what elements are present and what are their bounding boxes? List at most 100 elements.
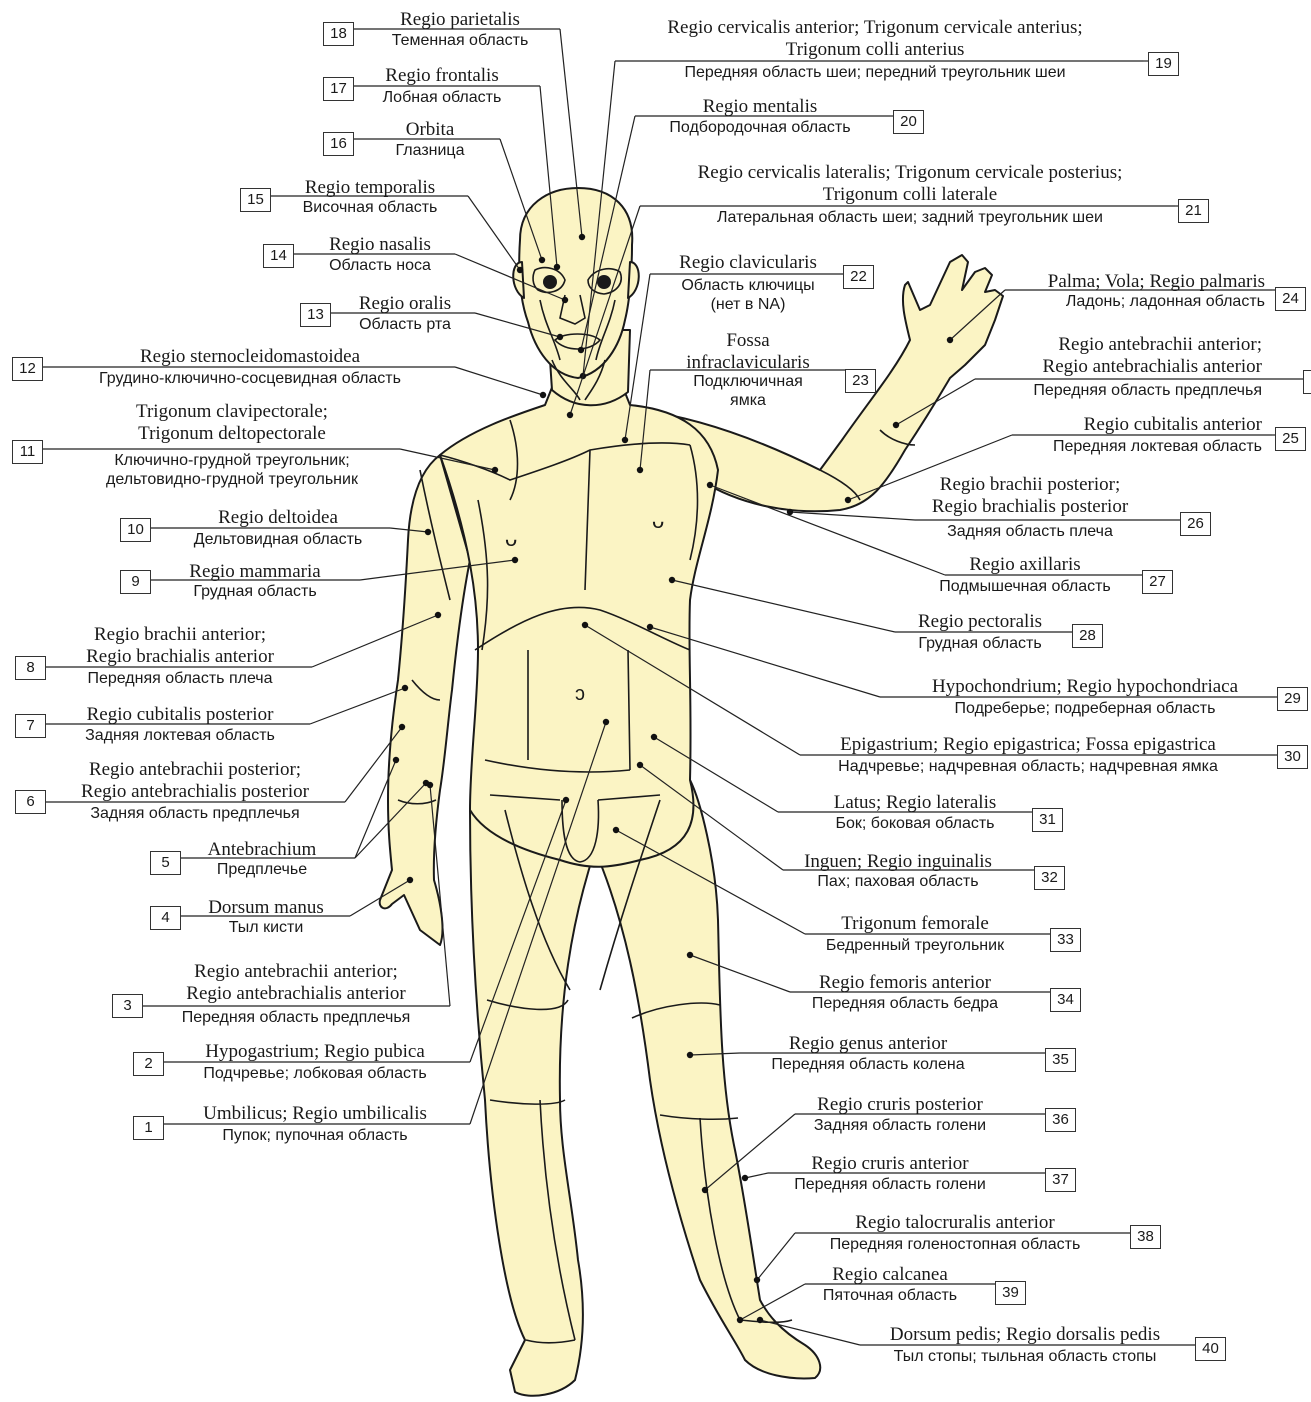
region-latin-name: Regio brachii posterior;: [940, 475, 1120, 494]
region-number-box: 30: [1277, 745, 1308, 769]
region-latin-name: Regio talocruralis anterior: [855, 1213, 1054, 1232]
region-latin-name: Regio axillaris: [969, 555, 1080, 574]
region-russian-name: Грудная область: [918, 636, 1041, 652]
region-number-box: 17: [323, 77, 354, 101]
region-russian-name: Подключичная: [693, 374, 803, 390]
region-russian-name: Бок; боковая область: [836, 816, 995, 832]
region-number-box: 13: [300, 303, 331, 327]
region-latin-name: Regio mentalis: [703, 97, 818, 116]
region-latin-name: Regio clavicularis: [679, 253, 817, 272]
region-russian-name: Задняя область плеча: [947, 524, 1113, 540]
region-russian-name: Тыл кисти: [229, 920, 304, 936]
region-number-box: 29: [1277, 687, 1308, 711]
region-russian-name: Грудная область: [193, 584, 316, 600]
region-latin-name: Regio femoris anterior: [819, 973, 991, 992]
region-number-box: 34: [1050, 988, 1081, 1012]
region-russian-name: Теменная область: [392, 33, 529, 49]
region-latin-name: Regio cervicalis lateralis; Trigonum cer…: [698, 163, 1123, 182]
region-russian-name: Надчревье; надчревная область; надчревна…: [838, 759, 1218, 775]
region-latin-name: Regio nasalis: [329, 235, 431, 254]
region-number-box: 11: [12, 440, 43, 464]
region-number-box: 20: [893, 110, 924, 134]
region-number-box: 2: [133, 1052, 164, 1076]
region-number-box: 3: [1303, 370, 1311, 394]
region-russian-name: дельтовидно-грудной треугольник: [106, 472, 358, 488]
region-number-box: 7: [15, 714, 46, 738]
region-number-box: 22: [843, 265, 874, 289]
region-number-box: 14: [263, 244, 294, 268]
region-number-box: 32: [1034, 866, 1065, 890]
region-latin-name: Dorsum pedis; Regio dorsalis pedis: [890, 1325, 1160, 1344]
region-latin-name: Regio brachialis posterior: [932, 497, 1128, 516]
region-latin-name: infraclavicularis: [686, 353, 809, 372]
region-russian-name: Бедренный треугольник: [826, 938, 1004, 954]
region-number-box: 19: [1148, 52, 1179, 76]
region-latin-name: Palma; Vola; Regio palmaris: [1048, 272, 1265, 291]
region-number-box: 12: [12, 357, 43, 381]
region-russian-name: Передняя голеностопная область: [830, 1237, 1081, 1253]
region-number-box: 26: [1180, 512, 1211, 536]
region-number-box: 6: [15, 790, 46, 814]
region-number-box: 4: [150, 906, 181, 930]
region-number-box: 40: [1195, 1337, 1226, 1361]
region-russian-name: Пупок; пупочная область: [222, 1128, 407, 1144]
region-number-box: 31: [1032, 808, 1063, 832]
region-latin-name: Trigonum femorale: [841, 914, 989, 933]
region-number-box: 33: [1050, 928, 1081, 952]
region-latin-name: Trigonum clavipectorale;: [136, 402, 328, 421]
region-number-box: 3: [112, 994, 143, 1018]
region-russian-name: Височная область: [303, 200, 438, 216]
region-latin-name: Trigonum colli anterius: [786, 40, 965, 59]
region-russian-name: Пяточная область: [823, 1288, 957, 1304]
region-latin-name: Latus; Regio lateralis: [834, 793, 997, 812]
region-russian-name: Область рта: [359, 317, 451, 333]
region-latin-name: Fossa: [726, 331, 769, 350]
region-number-box: 21: [1178, 199, 1209, 223]
region-number-box: 35: [1045, 1048, 1076, 1072]
region-number-box: 18: [323, 22, 354, 46]
region-latin-name: Regio parietalis: [400, 10, 520, 29]
region-latin-name: Regio oralis: [359, 294, 451, 313]
region-latin-name: Trigonum deltopectorale: [138, 424, 326, 443]
region-latin-name: Inguen; Regio inguinalis: [804, 852, 992, 871]
region-russian-name: Передняя область плеча: [87, 671, 272, 687]
region-number-box: 37: [1045, 1168, 1076, 1192]
region-latin-name: Regio antebrachii anterior;: [194, 962, 398, 981]
region-russian-name: Область носа: [329, 258, 431, 274]
region-number-box: 36: [1045, 1108, 1076, 1132]
region-russian-name: Предплечье: [217, 862, 307, 878]
region-number-box: 5: [150, 851, 181, 875]
region-latin-name: Regio sternocleidomastoidea: [140, 347, 360, 366]
region-latin-name: Regio brachii anterior;: [94, 625, 266, 644]
region-number-box: 9: [120, 570, 151, 594]
region-russian-name: Дельтовидная область: [194, 532, 363, 548]
region-latin-name: Regio antebrachialis anterior: [1043, 357, 1262, 376]
region-number-box: 15: [240, 188, 271, 212]
region-latin-name: Regio cruris posterior: [817, 1095, 983, 1114]
region-russian-name: Пах; паховая область: [817, 874, 978, 890]
region-number-box: 8: [15, 656, 46, 680]
region-latin-name: Umbilicus; Regio umbilicalis: [203, 1104, 427, 1123]
region-latin-name: Orbita: [406, 120, 455, 139]
region-latin-name: Regio brachialis anterior: [86, 647, 274, 666]
region-latin-name: Regio genus anterior: [789, 1034, 947, 1053]
region-latin-name: Regio pectoralis: [918, 612, 1042, 631]
region-russian-name: Передняя локтевая область: [1053, 439, 1262, 455]
region-russian-name: Подбородочная область: [669, 120, 850, 136]
region-latin-name: Dorsum manus: [208, 898, 324, 917]
region-number-box: 23: [845, 369, 876, 393]
region-latin-name: Regio antebrachii anterior;: [1058, 335, 1262, 354]
region-russian-name: Латеральная область шеи; задний треуголь…: [717, 210, 1103, 226]
region-number-box: 28: [1072, 624, 1103, 648]
region-russian-name: Передняя область шеи; передний треугольн…: [684, 65, 1065, 81]
region-latin-name: Regio antebrachialis posterior: [81, 782, 309, 801]
region-number-box: 24: [1275, 287, 1306, 311]
region-latin-name: Hypochondrium; Regio hypochondriaca: [932, 677, 1238, 696]
region-russian-name: Глазница: [396, 143, 465, 159]
region-russian-name: Тыл стопы; тыльная область стопы: [894, 1349, 1157, 1365]
region-russian-name: Передняя область бедра: [812, 996, 998, 1012]
region-latin-name: Regio cervicalis anterior; Trigonum cerv…: [667, 18, 1082, 37]
region-latin-name: Trigonum colli laterale: [823, 185, 998, 204]
region-russian-name: Передняя область предплечья: [1033, 383, 1262, 399]
region-latin-name: Regio cubitalis posterior: [87, 705, 274, 724]
